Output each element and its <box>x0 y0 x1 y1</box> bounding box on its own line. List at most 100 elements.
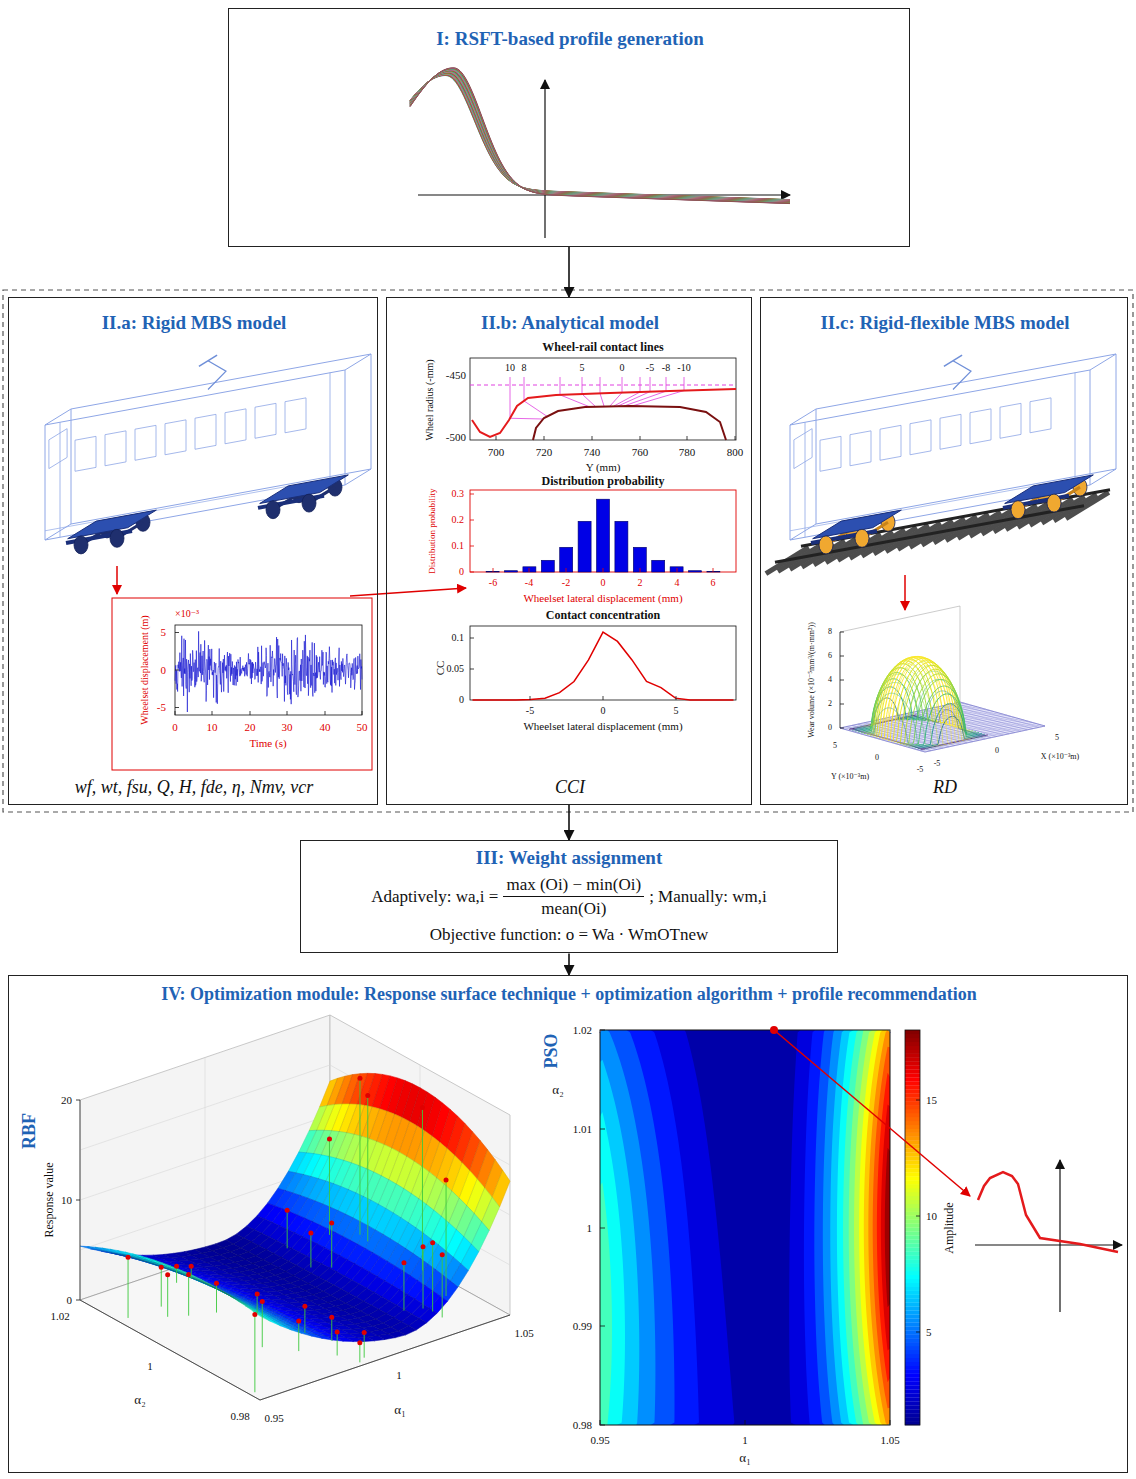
surface-mesh <box>205 1244 223 1251</box>
axis-label: 800 <box>727 446 744 459</box>
box-title: I: RSFT-based profile generation <box>436 28 704 50</box>
surface-mesh <box>303 1154 321 1177</box>
sample-stem <box>161 1267 162 1306</box>
surface-mesh <box>181 1255 199 1260</box>
surface-mesh <box>226 1277 244 1281</box>
surface-mesh <box>461 1244 479 1271</box>
pso-contour <box>600 1026 920 1425</box>
surface-mesh <box>120 1254 138 1260</box>
car-body-edge <box>1075 373 1076 488</box>
stage-box: IV: Optimization module: Response surfac… <box>8 975 1128 1473</box>
surface-mesh <box>443 1257 461 1281</box>
wheel <box>74 536 88 554</box>
surface-mesh <box>160 1258 178 1261</box>
axis-arrow <box>544 80 545 238</box>
tick <box>713 568 714 572</box>
surface-mesh <box>312 1314 330 1319</box>
surface-mesh <box>261 1312 279 1320</box>
colorbar-slice <box>905 1271 920 1275</box>
wear-surface-line <box>882 656 957 742</box>
colorbar-slice <box>905 1417 920 1421</box>
axis-label: 1 <box>147 1360 153 1373</box>
colorbar-slice <box>905 1374 920 1378</box>
profile-curve <box>410 72 790 202</box>
axis-label: 0.05 <box>447 663 465 675</box>
axis-label: 0 <box>67 1294 73 1307</box>
surface-mesh <box>450 1264 468 1287</box>
surface-mesh <box>197 1280 215 1286</box>
sample-point <box>302 1304 307 1309</box>
profile-curve <box>410 69 790 202</box>
box-title: IV: Optimization module: Response surfac… <box>161 984 977 1005</box>
car-body-edge <box>790 409 816 425</box>
box-title: II.c: Rigid-flexible MBS model <box>820 312 1069 334</box>
axis-label: 0 <box>459 694 464 706</box>
surface-mesh <box>306 1321 324 1326</box>
surface-mesh <box>294 1329 312 1336</box>
surface-mesh <box>388 1331 406 1338</box>
surface-mesh <box>386 1184 404 1213</box>
surface-mesh <box>313 1325 331 1330</box>
stage-box: III: Weight assignmentAdaptively: wa,i =… <box>300 840 838 953</box>
surface-mesh <box>428 1245 446 1270</box>
axis-label: 10 <box>926 1210 937 1223</box>
surface-mesh <box>296 1256 314 1269</box>
surface-mesh <box>318 1332 336 1337</box>
surface-mesh <box>317 1229 335 1248</box>
surface-mesh <box>337 1320 355 1325</box>
surface-mesh <box>273 1279 291 1285</box>
car-body-edge <box>1090 354 1116 370</box>
surface-mesh <box>285 1318 303 1324</box>
sample-stem <box>257 1294 258 1313</box>
car-body-edge <box>45 370 345 425</box>
surface-mesh <box>247 1274 265 1280</box>
tick <box>677 568 678 572</box>
surface-mesh <box>311 1155 329 1179</box>
surface-mesh <box>462 1132 480 1171</box>
wall-grid <box>205 1058 206 1258</box>
car-body-edge <box>345 370 346 485</box>
surface-mesh <box>236 1226 254 1238</box>
surface-mesh <box>264 1296 282 1300</box>
sample-stem <box>304 1306 305 1332</box>
surface-mesh <box>178 1269 196 1279</box>
axis-label: 0.95 <box>590 1434 609 1447</box>
colorbar-slice <box>905 1378 920 1382</box>
histogram-bar <box>633 547 646 572</box>
surface-mesh <box>366 1141 384 1172</box>
surface-mesh <box>365 1319 383 1326</box>
surface-mesh <box>240 1270 258 1276</box>
box-text: RD <box>933 777 957 798</box>
surface-mesh <box>350 1222 368 1244</box>
sample-point <box>329 1315 334 1320</box>
colorbar-slice <box>905 1299 920 1303</box>
surface-mesh <box>344 1134 362 1163</box>
colorbar-slice <box>905 1318 920 1322</box>
surface-mesh <box>352 1268 370 1284</box>
axis-label: 6 <box>711 577 716 589</box>
surface-mesh <box>125 1252 143 1259</box>
surface-mesh <box>201 1271 219 1275</box>
sample-stem <box>359 1343 360 1363</box>
contact-line <box>610 377 622 406</box>
fraction: max (Oi) − min(Oi)mean(Oi) <box>503 875 644 919</box>
colorbar-slice <box>905 1097 920 1101</box>
surface-mesh <box>321 1329 339 1334</box>
colorbar-slice <box>905 1279 920 1283</box>
car-window <box>255 403 276 438</box>
colorbar-slice <box>905 1152 920 1156</box>
car-body-edge <box>805 422 806 537</box>
surface-mesh <box>393 1189 411 1218</box>
contour-band <box>868 1030 890 1425</box>
surface-mesh <box>383 1318 401 1327</box>
colorbar-slice <box>905 1409 920 1413</box>
car-window <box>285 398 306 433</box>
surface-mesh <box>254 1219 272 1233</box>
surface-mesh <box>189 1259 207 1264</box>
profile-curve <box>410 70 790 202</box>
car-window <box>165 420 186 455</box>
colorbar-slice <box>905 1089 920 1093</box>
histogram-bar <box>541 560 554 572</box>
surface-mesh <box>246 1292 264 1296</box>
surface-mesh <box>255 1311 273 1321</box>
